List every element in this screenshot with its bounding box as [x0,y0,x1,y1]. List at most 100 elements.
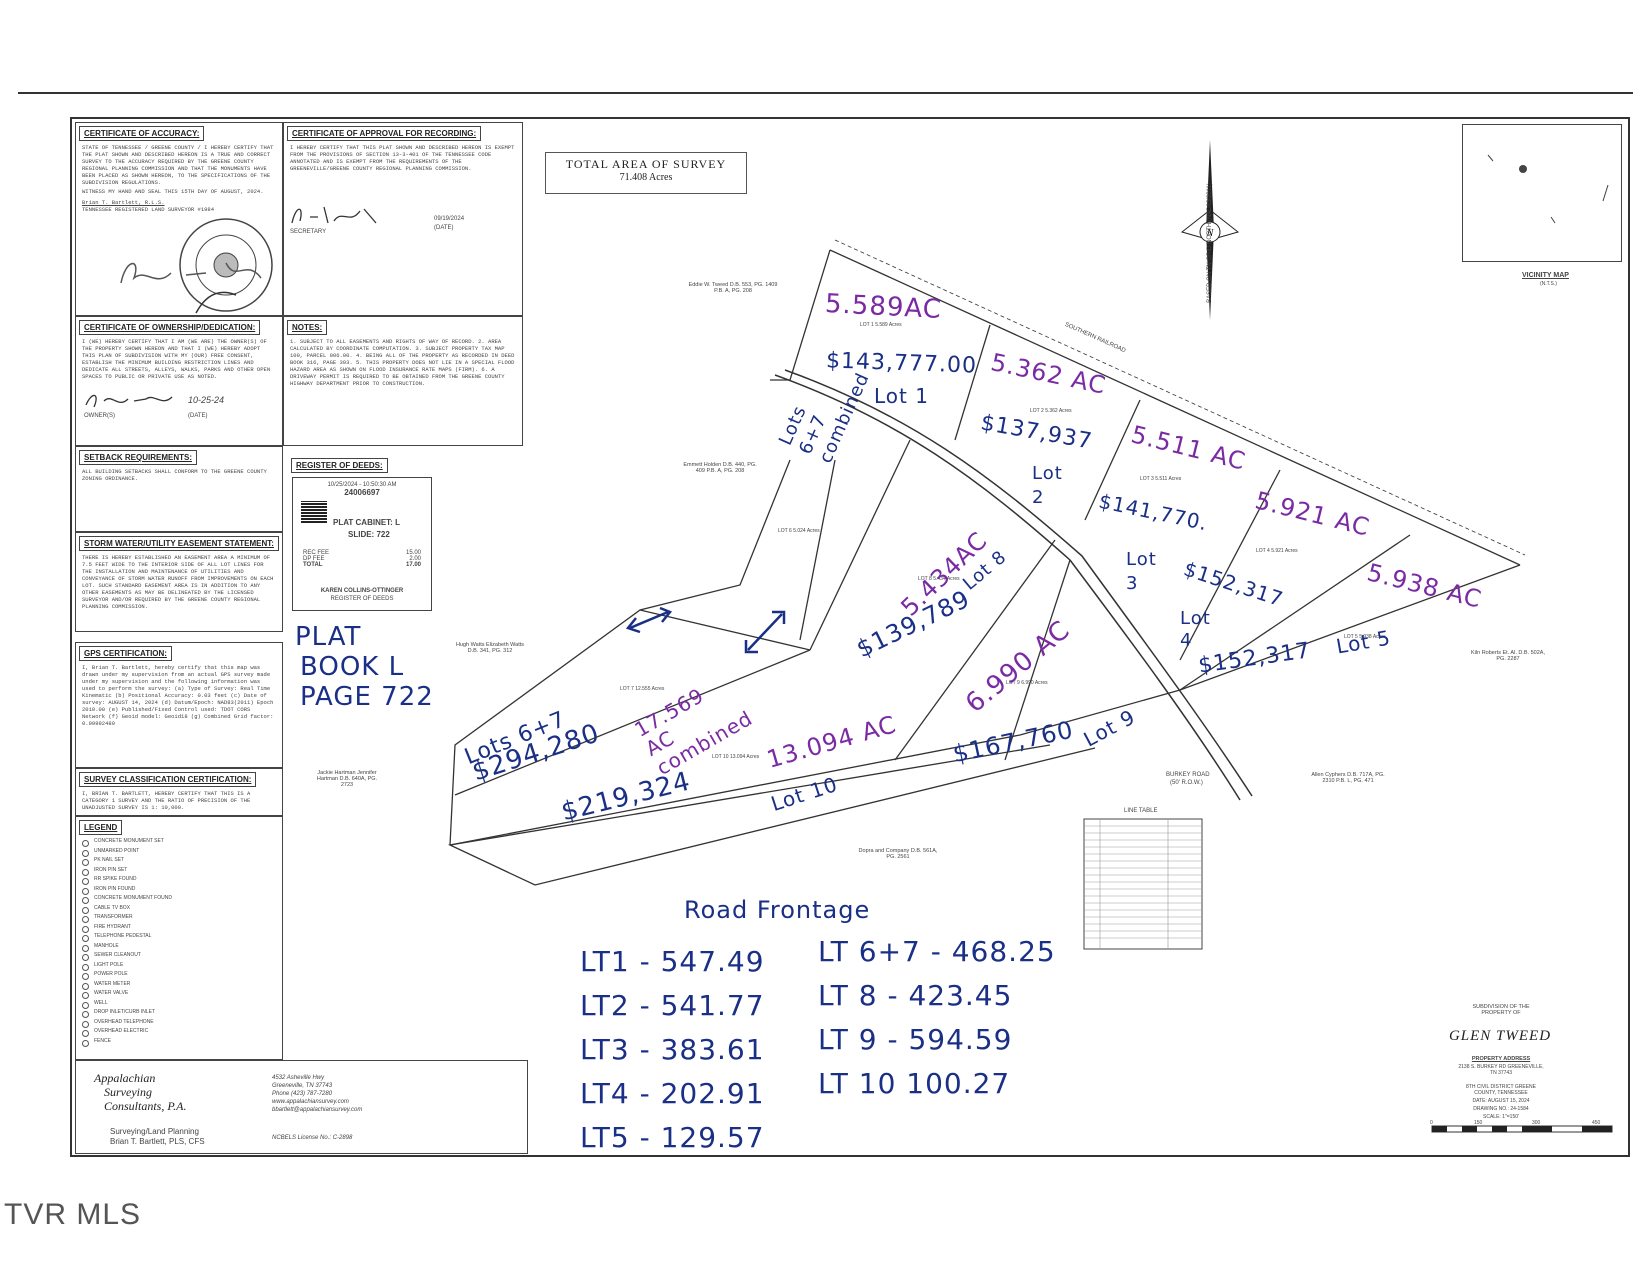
barcode [301,501,327,523]
block-title: STORM WATER/UTILITY EASEMENT STATEMENT: [79,536,279,551]
company-subtitle: Surveying/Land Planning [110,1127,199,1136]
printed-lot-label: LOT 2 5.362 Acres [1030,408,1072,414]
legend-item: OVERHEAD TELEPHONE [76,1019,282,1029]
legend-item: IRON PIN FOUND [76,886,282,896]
scale-tick: 0 [1430,1120,1433,1126]
block-body: I HEREBY CERTIFY THAT THIS PLAT SHOWN AN… [290,144,515,172]
register-name: KAREN COLLINS-OTTINGER [320,588,404,594]
stamp-date: 10/25/2024 - 10:50:30 AM [327,482,397,488]
company-logo: Appalachian Surveying Consultants, P.A. [94,1071,186,1113]
neighbor-label: Eddie W. Tweed D.B. 553, PG. 1409 P.B. A… [688,282,778,294]
legend-item: RR SPIKE FOUND [76,876,282,886]
fee-value: 2.00 [409,556,421,562]
frontage-right-list: LT 6+7 - 468.25 LT 8 - 423.45 LT 9 - 594… [818,930,1056,1106]
certificate-approval-block: CERTIFICATE OF APPROVAL FOR RECORDING: I… [283,122,523,316]
title-address: 2138 S. BURKEY RD GREENEVILLE, TN 37743 [1458,1064,1544,1076]
signature-icon [120,262,262,284]
block-body: ALL BUILDING SETBACKS SHALL CONFORM TO T… [82,468,267,482]
block-title: GPS CERTIFICATION: [79,646,172,661]
neighbor-label: Hugh Watts Elizabeth Watts D.B. 341, PG.… [455,642,525,654]
owner-date-label: (DATE) [188,413,208,419]
legend-item: UNMARKED POINT [76,848,282,858]
block-body: I (WE) HEREBY CERTIFY THAT I AM (WE ARE)… [82,338,271,380]
legend-item: SEWER CLEANOUT [76,952,282,962]
printed-lot-label: LOT 6 5.024 Acres [778,528,820,534]
register-deeds-block: REGISTER OF DEEDS: 10/25/2024 - 10:50:30… [288,455,434,613]
company-web: www.appalachiansurvey.com [272,1099,349,1105]
certificate-ownership-block: CERTIFICATE OF OWNERSHIP/DEDICATION: I (… [75,316,283,446]
lot3-label: Lot 3 [1126,549,1157,594]
title-district: 8TH CIVIL DISTRICT GREENE COUNTY, TENNES… [1465,1084,1536,1096]
block-title: REGISTER OF DEEDS: [291,458,388,473]
title-scale: SCALE: 1"=150' [1483,1114,1519,1120]
frontage-item: LT5 - 129.57 [580,1121,765,1154]
total-area-box: TOTAL AREA OF SURVEY 71.408 Acres [545,152,747,194]
lot1-label: Lot 1 [874,384,929,408]
company-phone: Phone (423) 787-7280 [272,1091,333,1097]
legend-item: PK NAIL SET [76,857,282,867]
legend-item: TRANSFORMER [76,914,282,924]
block-title: CERTIFICATE OF APPROVAL FOR RECORDING: [287,126,482,141]
road-name: BURKEY ROAD [1166,772,1210,778]
legend-item: POWER POLE [76,971,282,981]
setback-block: SETBACK REQUIREMENTS: ALL BUILDING SETBA… [75,446,283,532]
stamp-number: 24006697 [344,488,380,497]
signature-icon [291,206,377,224]
lot2-label: Lot 2 [1032,463,1063,508]
vicinity-map [1462,124,1622,262]
legend-item: WATER METER [76,981,282,991]
legend-item: IRON PIN SET [76,867,282,877]
approval-date: 09/19/2024 [434,216,465,222]
scale-tick: 150 [1474,1120,1483,1126]
plat-sheet [70,117,1630,1157]
legend-item: TELEPHONE PEDESTAL [76,933,282,943]
block-witness: WITNESS MY HAND AND SEAL THIS 15TH DAY O… [82,188,264,195]
plat-book-line3: PAGE 722 [300,682,434,712]
certificate-accuracy-block: CERTIFICATE OF ACCURACY: STATE OF TENNES… [75,122,283,316]
block-body: 1. SUBJECT TO ALL EASEMENTS AND RIGHTS O… [290,338,515,387]
legend-item: CONCRETE MONUMENT SET [76,838,282,848]
block-title: SETBACK REQUIREMENTS: [79,450,198,465]
notes-block: NOTES: 1. SUBJECT TO ALL EASEMENTS AND R… [283,316,523,446]
printed-lot-label: LOT 8 5.434 Acres [918,576,960,582]
vicinity-map-label: VICINITY MAP [1522,272,1569,279]
block-title: SURVEY CLASSIFICATION CERTIFICATION: [79,772,257,787]
vicinity-map-drawing [1487,154,1609,224]
approval-date-label: (DATE) [434,225,454,231]
frontage-item: LT 8 - 423.45 [818,979,1013,1012]
printed-lot-label: LOT 3 5.511 Acres [1140,476,1182,482]
title-sub: SUBDIVISION OF THE PROPERTY OF [1472,1004,1530,1016]
svg-text:N: N [1206,228,1215,239]
frontage-item: LT 9 - 594.59 [818,1023,1013,1056]
neighbor-label: Allen Cyphers D.B. 717A, PG. 2310 P.B. L… [1311,772,1385,784]
total-area-value: 71.408 Acres [619,172,673,183]
neighbor-label: Kiln Roberts Et. Al. D.B. 502A, PG. 2287 [1471,650,1545,662]
block-body: I, Brian T. Bartlett, hereby certify tha… [82,664,274,727]
legend-item: DROP INLET/CURB INLET [76,1009,282,1019]
company-block: Appalachian Surveying Consultants, P.A. … [75,1060,528,1154]
lot1-acreage: 5.589AC [824,288,943,326]
mls-watermark: TVR MLS [4,1198,142,1231]
plat-book-line1: PLAT [295,622,362,652]
scale-tick: 300 [1532,1120,1541,1126]
lot1-price: $143,777.00 [825,348,978,379]
vicinity-map-sub: (N.T.S.) [1540,281,1557,287]
storm-water-block: STORM WATER/UTILITY EASEMENT STATEMENT: … [75,532,283,632]
legend-item: FENCE [76,1038,282,1048]
owner-date: 10-25-24 [188,395,225,405]
fee-value: 17.00 [405,562,421,568]
legend-item: WATER VALVE [76,990,282,1000]
fee-label: DP FEE [303,556,325,562]
surveyor-title: TENNESSEE REGISTERED LAND SURVEYOR #1984 [82,206,215,213]
title-prop-label: PROPERTY ADDRESS [1471,1056,1531,1062]
owner-signature-icon [85,394,173,408]
legend-item: MANHOLE [76,943,282,953]
north-arrow-icon: N [1180,140,1240,320]
neighbor-label: Emmett Holden D.B. 440, PG. 409 P.B. A, … [683,462,757,474]
frontage-item: LT4 - 202.91 [580,1077,765,1110]
title-drawing: DRAWING NO.: 24-1584 [1473,1106,1529,1112]
